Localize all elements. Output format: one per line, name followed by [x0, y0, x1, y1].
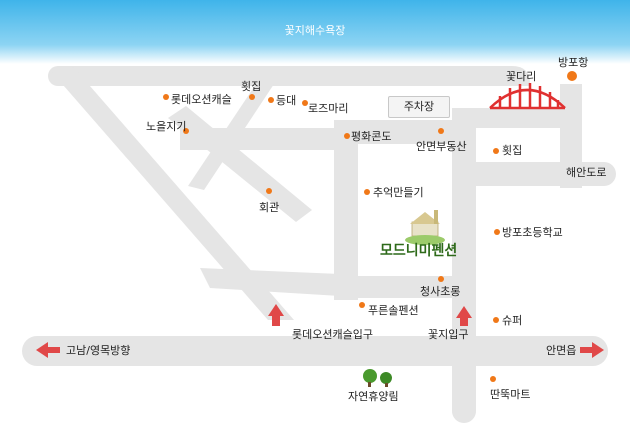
road-lower-left	[200, 268, 340, 296]
road-network	[22, 66, 616, 423]
sea-title: 꽃지해수욕장	[284, 24, 346, 37]
marker-mart	[490, 376, 496, 382]
label-pureunsol: 푸른솔펜션	[368, 304, 419, 317]
label-cheongsa: 청사초롱	[420, 285, 461, 298]
marker-hoejip-top	[249, 94, 255, 100]
pension-building-icon	[405, 210, 445, 245]
road-top	[60, 66, 530, 86]
arrow-west	[36, 342, 60, 358]
marker-chueok	[364, 189, 370, 195]
road-haeando	[464, 162, 616, 186]
marker-pureunsol	[359, 302, 365, 308]
kkotdari-bridge	[489, 83, 566, 110]
sea-area	[0, 0, 630, 64]
road-left-diagonal	[50, 70, 294, 320]
marker-pyeonghwa	[344, 133, 350, 139]
label-deungdae: 등대	[276, 94, 297, 107]
marker-cheongsa	[438, 276, 444, 282]
marker-super	[493, 317, 499, 323]
label-anmyeon-eup: 안면읍	[546, 344, 577, 357]
label-hoejip-right: 횟집	[502, 144, 523, 157]
label-anmyeon-realestate: 안면부동산	[416, 140, 467, 153]
label-super: 슈퍼	[502, 314, 523, 327]
label-school: 방포초등학교	[502, 226, 563, 239]
forest-trees	[363, 369, 392, 387]
label-noeuljigi: 노을지기	[146, 120, 187, 133]
marker-rosemary	[302, 100, 308, 106]
road-block-left	[334, 120, 358, 300]
marker-deungdae	[268, 97, 274, 103]
label-kkotdari: 꽃다리	[506, 70, 537, 83]
pension-logo: 모드니미펜션	[380, 243, 458, 259]
label-bangpo-port: 방포항	[558, 56, 589, 69]
arrow-lotte	[268, 304, 284, 326]
label-kkotji-entrance: 꽃지입구	[428, 328, 469, 341]
label-ttanttuk-mart: 딴뚝마트	[490, 388, 531, 401]
road-mid-horizontal	[180, 128, 336, 150]
label-hoejip-top: 횟집	[241, 80, 262, 93]
label-lotte-top: 롯데오션캐슬	[171, 93, 232, 106]
road-block-top	[334, 120, 476, 144]
road-forest	[452, 360, 476, 422]
road-main-bottom	[22, 336, 608, 366]
road-bridge-span	[490, 108, 580, 128]
label-rosemary: 로즈마리	[308, 102, 349, 115]
label-chueok: 추억만들기	[373, 186, 424, 199]
label-hoegwan: 회관	[259, 201, 280, 214]
arrow-east	[580, 342, 604, 358]
marker-noeuljigi	[183, 128, 189, 134]
marker-anmyeon	[438, 128, 444, 134]
label-haeando: 해안도로	[566, 166, 607, 179]
direction-arrows	[36, 304, 604, 358]
label-pyeonghwa: 평화콘도	[351, 130, 392, 143]
marker-school	[494, 229, 500, 235]
marker-hoejip-right	[493, 148, 499, 154]
label-gonam-direction: 고남/영목방향	[66, 344, 131, 357]
bangpo-port-marker	[567, 71, 577, 81]
label-lotte-entrance: 롯데오션캐슬입구	[292, 328, 373, 341]
marker-hoegwan	[266, 188, 272, 194]
marker-lotte-top	[163, 94, 169, 100]
parking-box: 주차장	[388, 96, 450, 118]
label-forest: 자연휴양림	[348, 390, 399, 403]
arrow-kkotji	[456, 306, 472, 326]
